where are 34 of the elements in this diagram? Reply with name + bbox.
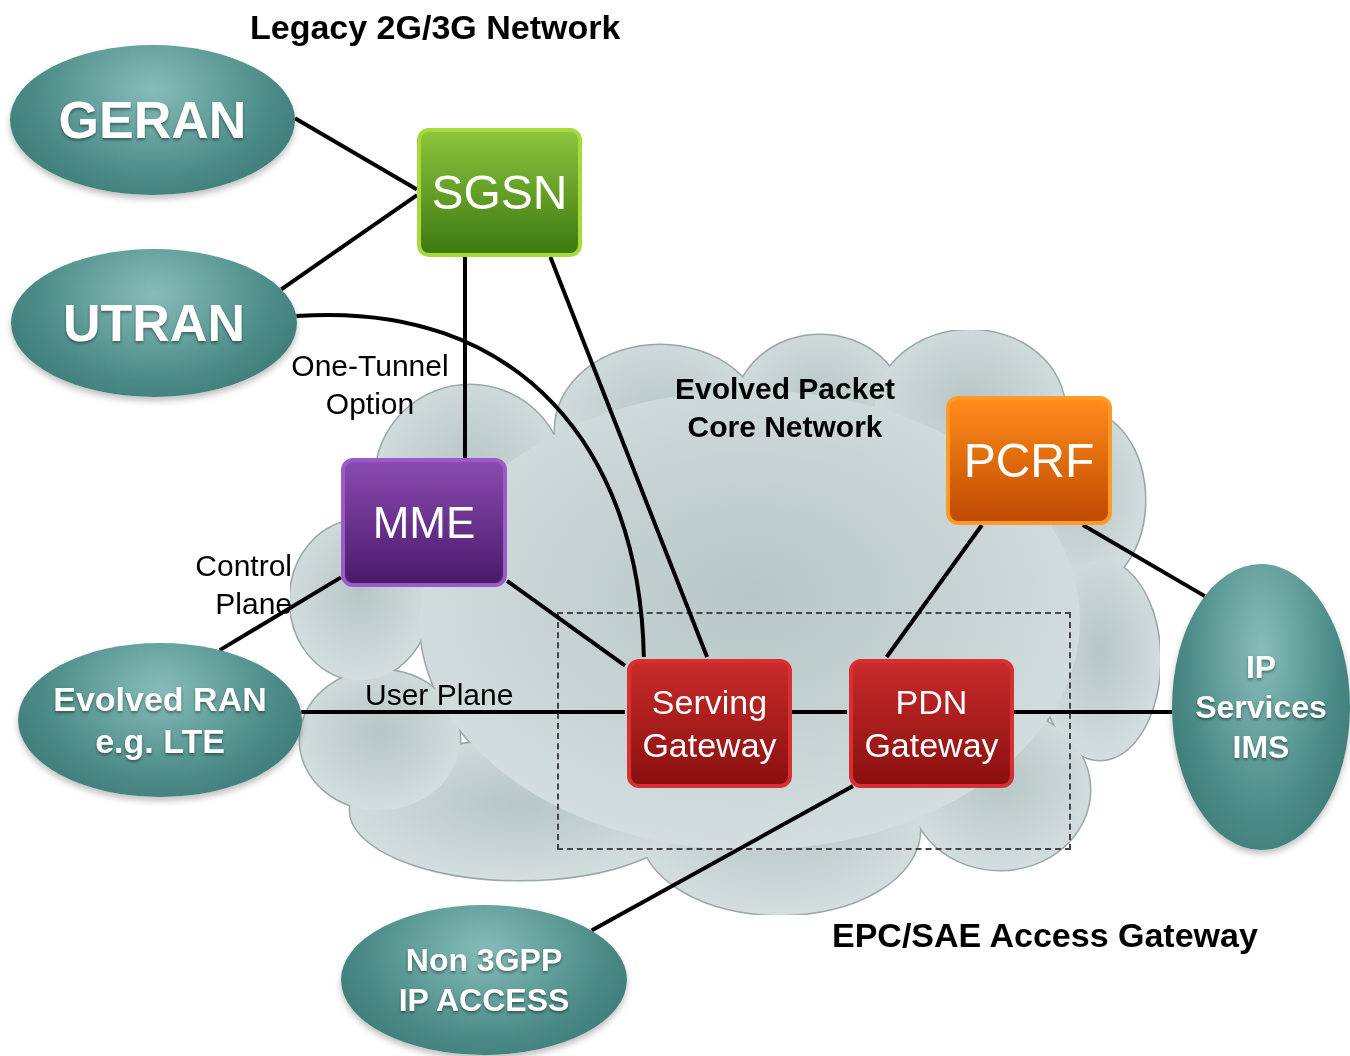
node-label: Non 3GPP IP ACCESS: [397, 941, 571, 1020]
node-label: EPC/SAE Access Gateway: [832, 915, 1258, 956]
network-element-box: [417, 128, 582, 257]
connector-line: [790, 710, 847, 714]
network-element-box: [627, 659, 792, 788]
connector-line: [505, 579, 627, 668]
connector-line: [280, 193, 419, 291]
node-label: PCRF: [963, 432, 1095, 489]
cloud-label: Evolved Packet Core Network: [673, 371, 897, 445]
connector-line: [1012, 710, 1173, 714]
connector-line: [548, 256, 709, 658]
network-element-box: [341, 458, 507, 587]
edge-label: Control Plane: [194, 548, 292, 622]
node-label: PDN Gateway: [863, 682, 1000, 766]
connector-line: [1081, 523, 1206, 598]
node-label: UTRAN: [63, 292, 245, 354]
diagram-title: Legacy 2G/3G Network: [250, 7, 621, 48]
node-label: GERAN: [58, 89, 247, 151]
connector-line: [463, 257, 467, 458]
connector-line: [301, 710, 625, 714]
node-label: Evolved RAN e.g. LTE: [52, 678, 268, 762]
node-label: Serving Gateway: [641, 682, 778, 766]
edge-label: One-Tunnel Option: [290, 348, 450, 422]
network-element-box: [946, 396, 1112, 525]
connector-line: [296, 313, 646, 658]
node-label: SGSN: [431, 164, 568, 221]
connector-line: [218, 575, 343, 652]
edge-label: User Plane: [365, 677, 514, 713]
connector-line: [885, 523, 984, 659]
connector-line: [293, 116, 418, 192]
node-label: IP Services IMS: [1194, 648, 1328, 767]
connector-line: [590, 784, 854, 933]
network-element-box: [849, 659, 1014, 788]
node-label: MME: [372, 497, 476, 549]
